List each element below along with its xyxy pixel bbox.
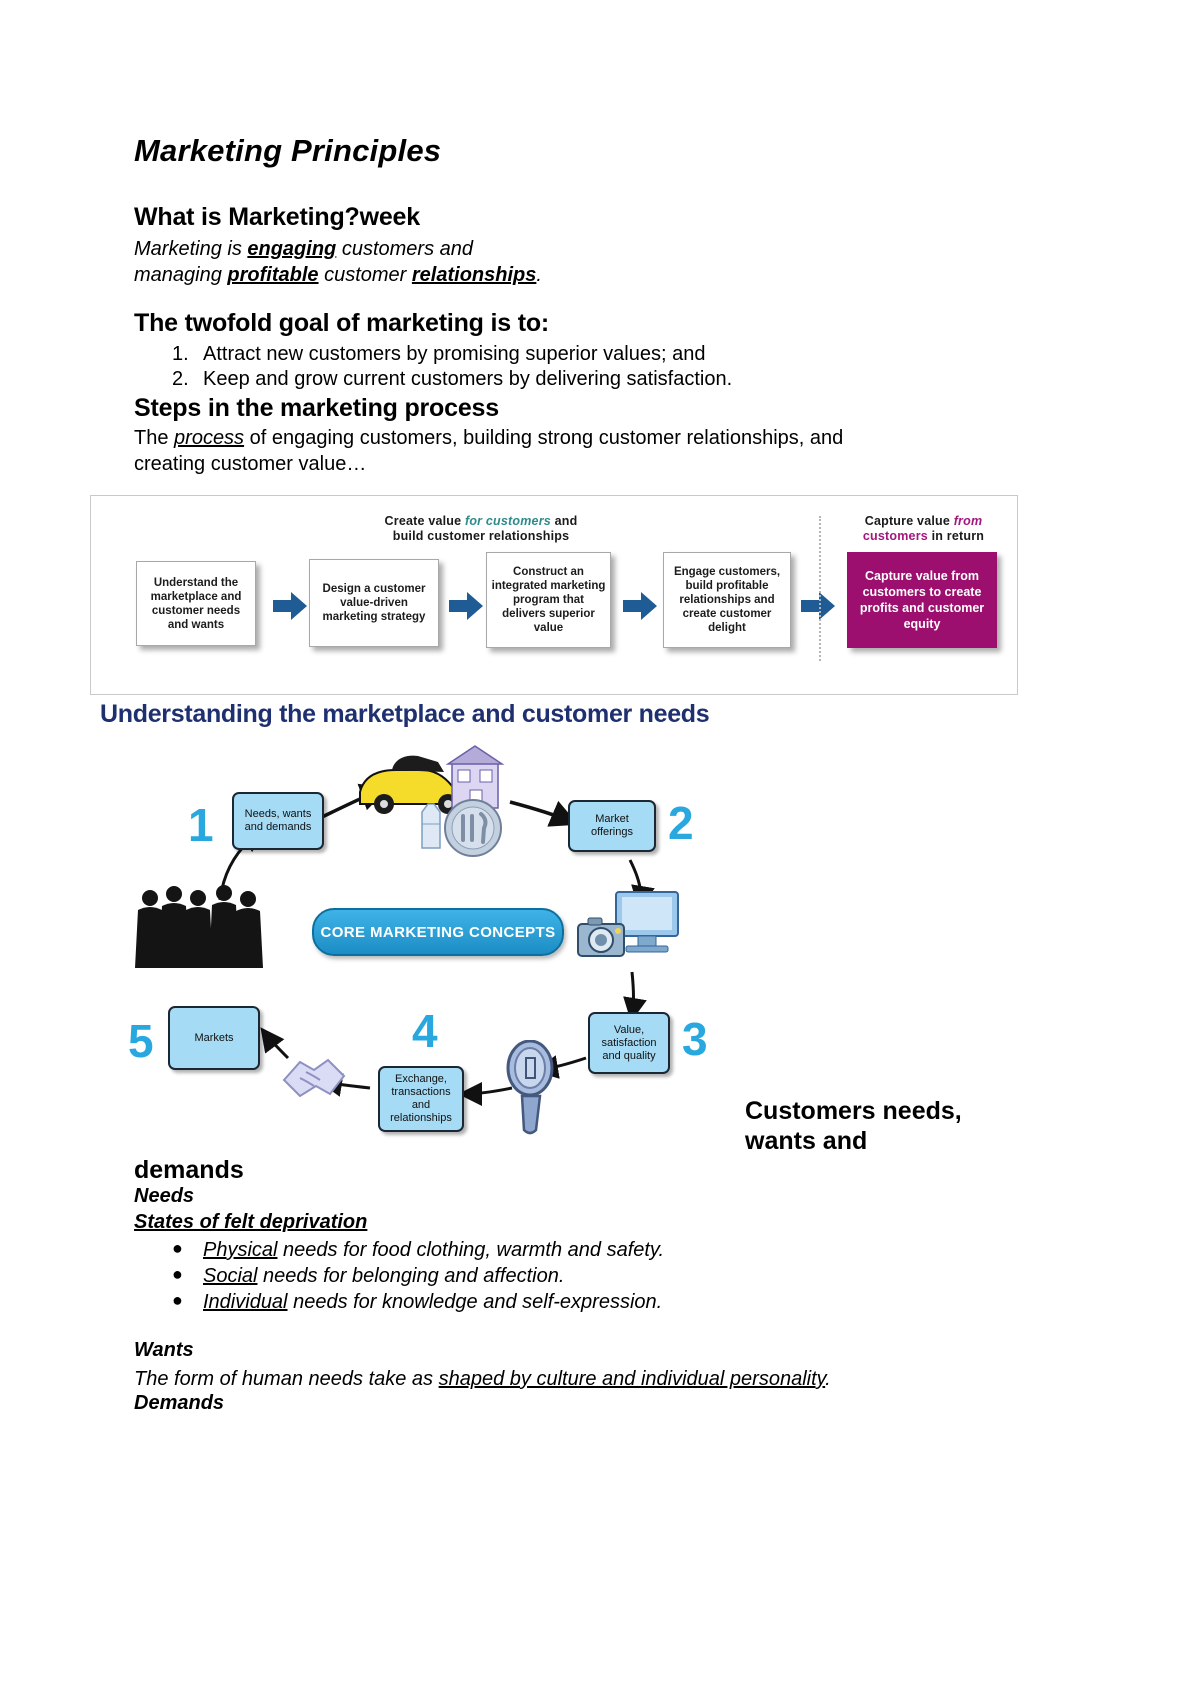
marketing-process-diagram: Create value for customers and build cus… [90,495,1018,695]
definition-emphasis-relationships: relationships [411,264,537,286]
marketing-definition-line-1: Marketing is engaging customers and [134,236,473,262]
caption-right-in-return: in return [927,529,985,543]
core-concepts-center-label: CORE MARKETING CONCEPTS [312,908,564,956]
right-arrow-icon [621,589,659,623]
heading-what-is-marketing: What is Marketing?week [134,203,420,231]
heading-steps-marketing-process: Steps in the marketing process [134,394,499,422]
cycle-node-markets: Markets [168,1006,260,1070]
caption-text-c: and [550,514,578,528]
monitor-icon [615,891,679,953]
bullet-icon: ● [172,1264,183,1284]
bullet-term-individual: Individual [203,1291,288,1313]
heading-customers-needs-line1: Customers needs, [745,1097,962,1125]
magnifier-icon [506,1040,554,1135]
right-arrow-icon [447,589,485,623]
caption-text-for-customers: for customers [464,514,551,528]
definition-text-e: customer [318,264,412,286]
list-item: Attract new customers by promising super… [203,343,706,365]
steps-line-1: The process of engaging customers, build… [134,424,843,452]
process-caption-create-value: Create value for customers and build cus… [361,514,601,544]
wants-emphasis: shaped by culture and individual persona… [438,1368,826,1390]
list-item: Physical needs for food clothing, warmth… [203,1239,664,1262]
house-icon [445,745,505,809]
right-arrow-icon [799,589,837,623]
heading-understanding-marketplace: Understanding the marketplace and custom… [100,700,710,728]
marketing-definition-line-2: managing profitable customer relationshi… [134,262,542,288]
bullet-rest: needs for food clothing, warmth and safe… [277,1239,664,1261]
definition-emphasis-profitable: profitable [227,264,319,286]
definition-text-a: Marketing is [134,238,248,260]
heading-customers-needs-line3: demands [134,1156,244,1184]
bullet-icon: ● [172,1290,183,1310]
list-item: Individual needs for knowledge and self-… [203,1291,662,1314]
section-divider [819,516,821,661]
cycle-node-exchange-transactions-relationships: Exchange, transactions and relationships [378,1066,464,1132]
caption-right-from: from [953,514,983,528]
cycle-number-1: 1 [188,799,214,851]
wants-text-a: The form of human needs take as [134,1368,439,1390]
right-arrow-icon [271,589,309,623]
steps-line-2: creating customer value… [134,453,367,475]
label-needs: Needs [134,1185,195,1207]
core-marketing-concepts-diagram: 1 Needs, wants and demands [120,740,760,1160]
definition-text-c: customers and [336,238,473,260]
cycle-number-2: 2 [668,797,694,849]
plate-cutlery-icon [444,799,502,857]
list-number-1: 1. [172,343,189,365]
steps-text-c: of engaging customers, building strong c… [244,427,844,449]
process-step-box-1: Understand the marketplace and customer … [136,561,256,646]
handshake-icon [282,1058,346,1098]
caption-text-line2: build customer relationships [392,529,570,543]
cycle-node-market-offerings: Market offerings [568,800,656,852]
caption-right-a: Capture value [864,514,954,528]
caption-text-a: Create value [384,514,465,528]
steps-emphasis-process: process [174,427,245,449]
wants-text-c: . [825,1368,831,1390]
list-item: Keep and grow current customers by deliv… [203,368,733,390]
page-title: Marketing Principles [134,133,442,168]
bullet-term-physical: Physical [203,1239,278,1261]
bullet-rest: needs for knowledge and self-expression. [287,1291,663,1313]
heading-customers-needs-line2: wants and [745,1127,868,1155]
definition-text-d: managing [134,264,228,286]
definition-text-f: . [536,264,542,286]
bullet-term-social: Social [203,1265,258,1287]
bullet-icon: ● [172,1238,183,1258]
steps-text-a: The [134,427,175,449]
cycle-number-5: 5 [128,1015,154,1067]
definition-emphasis-engaging: engaging [247,238,337,260]
people-silhouette-icon [135,885,263,968]
bullet-rest: needs for belonging and affection. [257,1265,565,1287]
process-caption-capture-value: Capture value from customers in return [836,514,1011,544]
wants-definition: The form of human needs take as shaped b… [134,1366,831,1392]
process-step-box-4: Engage customers, build profitable relat… [663,552,791,648]
technology-icons-cluster [577,891,679,957]
heading-twofold-goal: The twofold goal of marketing is to: [134,309,550,337]
process-step-box-2: Design a customer value-driven marketing… [309,559,439,647]
list-item: Social needs for belonging and affection… [203,1265,564,1288]
process-step-box-3: Construct an integrated marketing progra… [486,552,611,648]
cycle-node-value-satisfaction-quality: Value, satisfaction and quality [588,1012,670,1074]
camera-icon [577,917,625,957]
cycle-number-3: 3 [682,1013,708,1065]
process-step-box-5-capture-value: Capture value from customers to create p… [847,552,997,648]
definition-states-of-felt-deprivation: States of felt deprivation [134,1211,368,1233]
milk-carton-icon [421,803,441,849]
label-wants: Wants [134,1339,194,1361]
product-icons-cluster [359,745,505,857]
label-demands: Demands [134,1392,225,1414]
list-number-2: 2. [172,368,189,390]
cycle-number-4: 4 [412,1005,438,1057]
caption-right-customers: customers [862,529,928,543]
cycle-node-needs-wants-demands: Needs, wants and demands [232,792,324,850]
